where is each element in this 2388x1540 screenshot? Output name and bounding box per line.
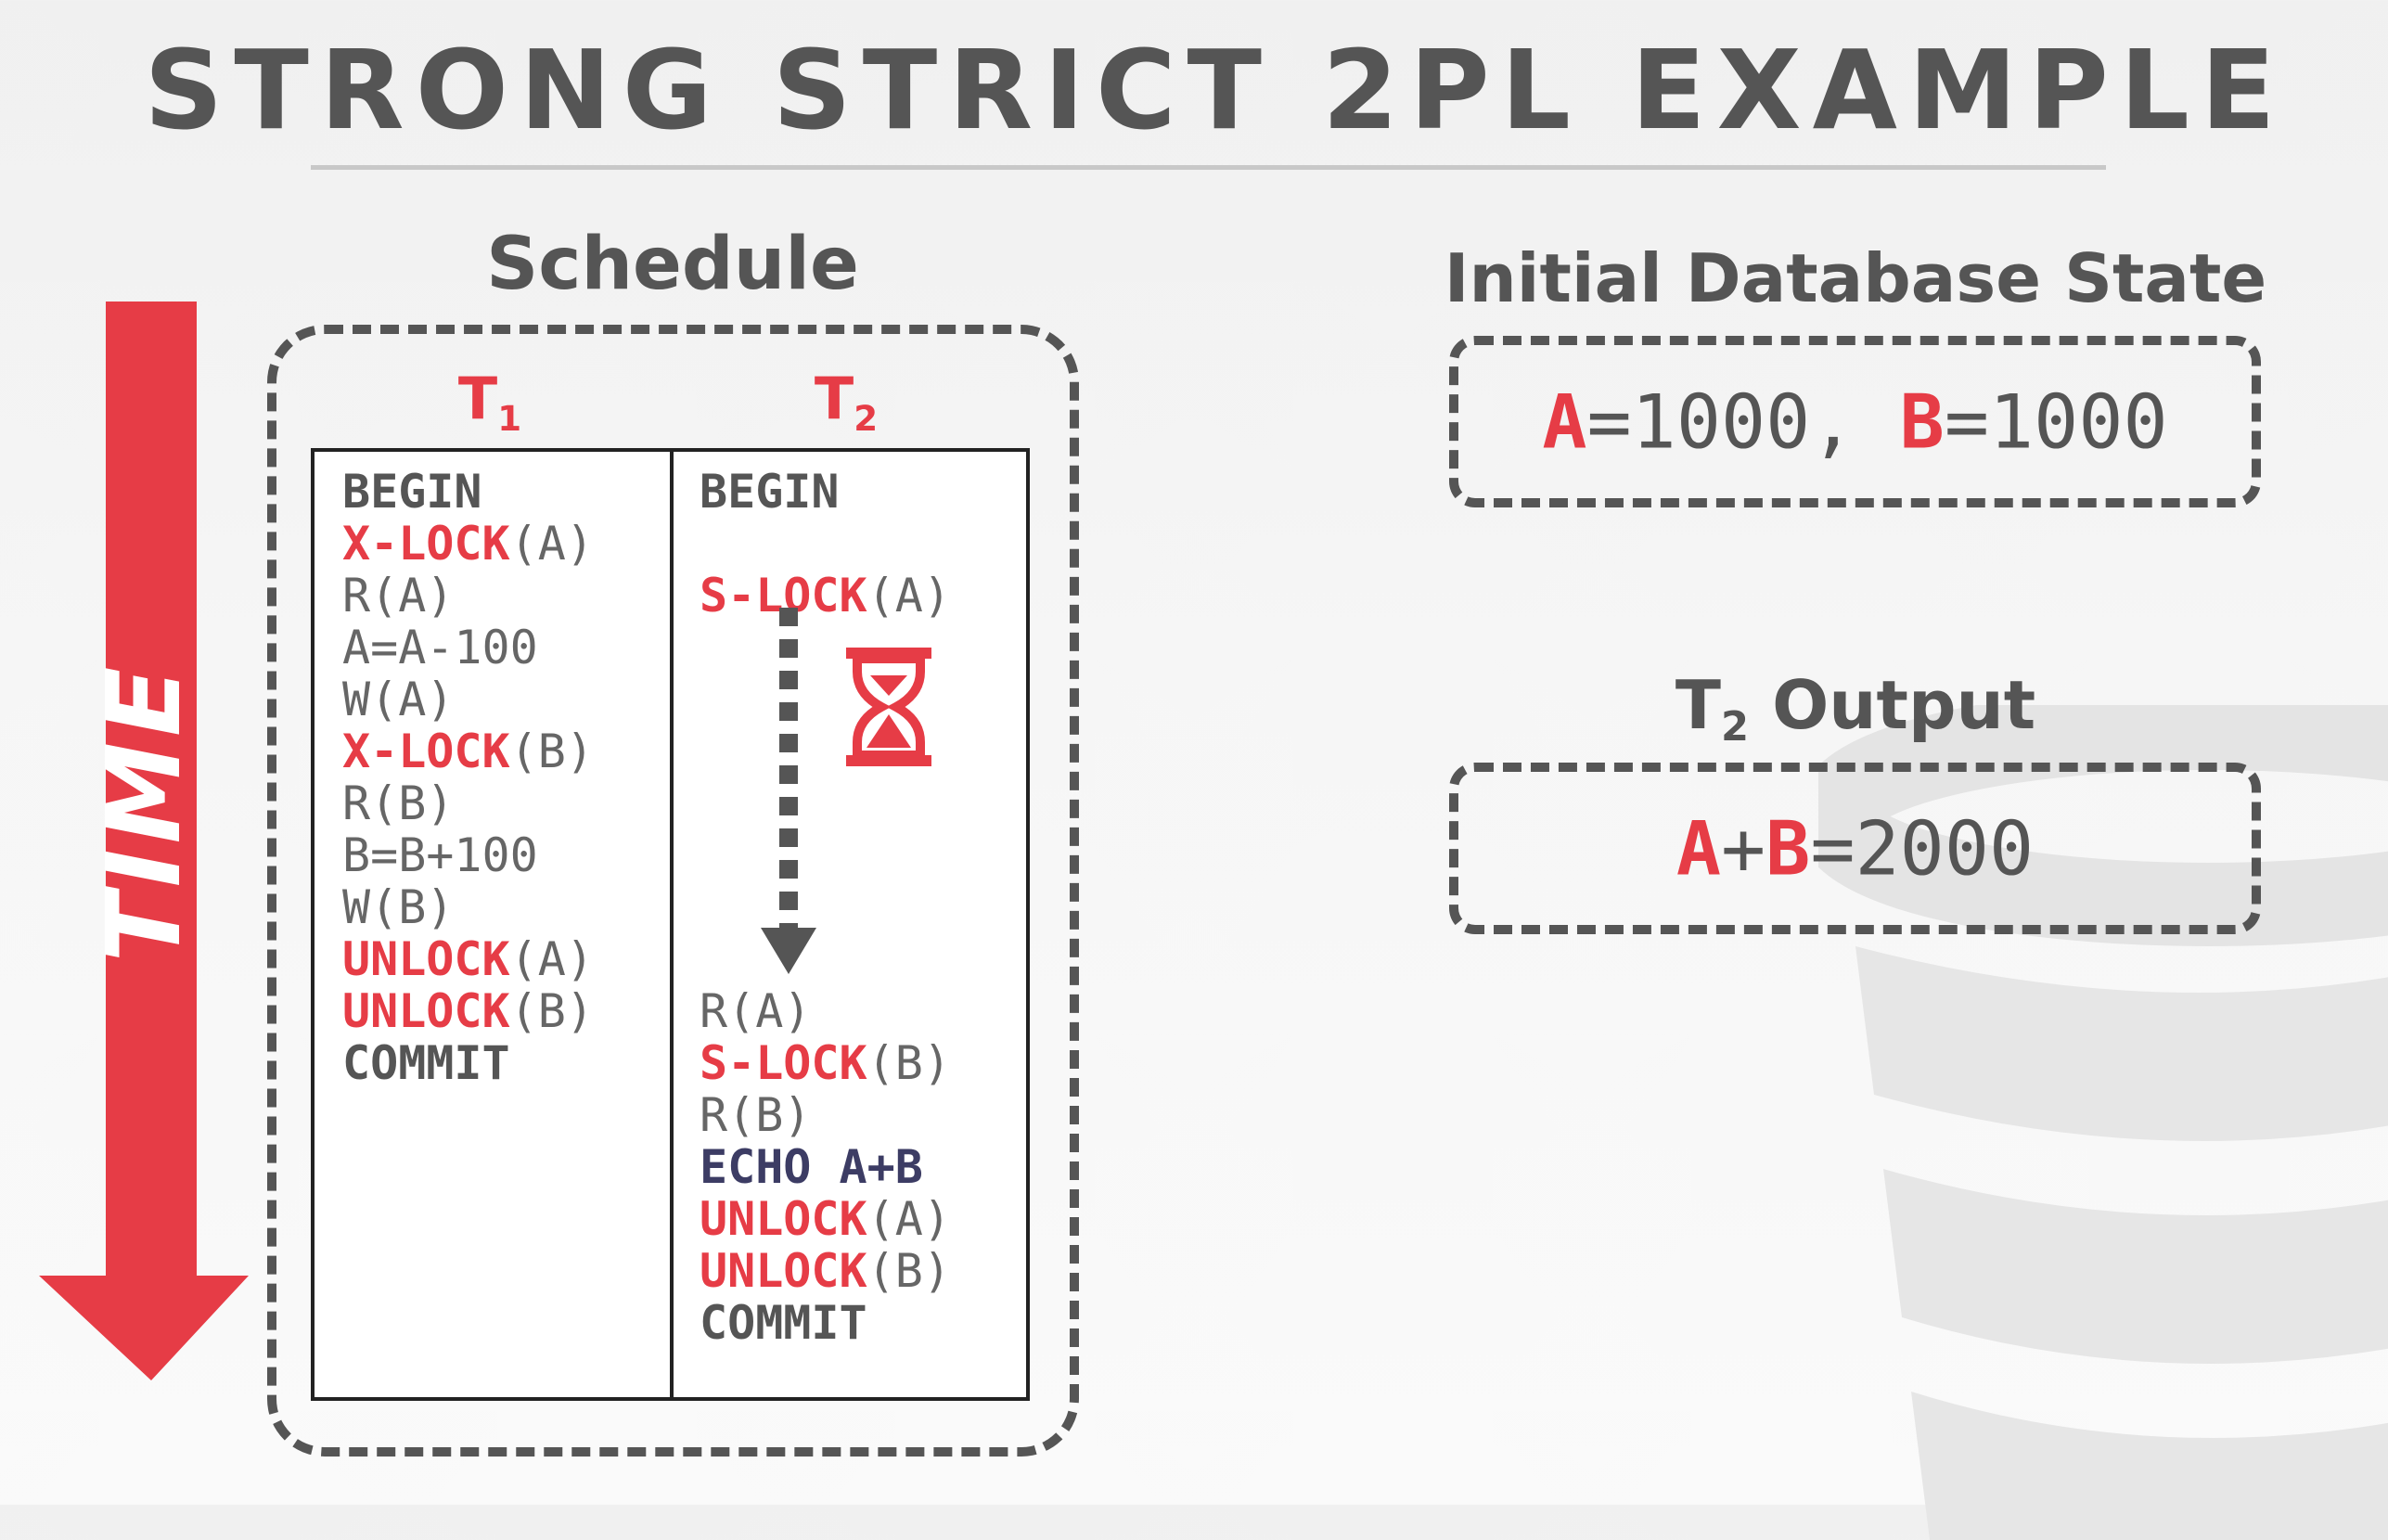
t1-op-write-a: W(A) [342, 673, 455, 726]
t2-op-read-a: R(A) [700, 984, 812, 1038]
t2-output-box: A+B=2000 [1449, 763, 2261, 934]
title-divider [311, 165, 2106, 170]
schedule-box [267, 325, 1079, 1457]
column-divider [670, 452, 674, 1397]
t1-op-unlock-b: UNLOCK(B) [342, 984, 594, 1038]
initial-db-heading: Initial Database State [1444, 239, 2267, 317]
t2-op-read-b: R(B) [700, 1088, 812, 1142]
initial-db-value: A=1000, B=1000 [1542, 379, 2168, 465]
hourglass-icon [846, 648, 931, 766]
t2-op-echo: ECHO A+B [700, 1140, 923, 1194]
t1-column-header: T1 [457, 365, 522, 440]
t1-op-commit: COMMIT [342, 1036, 510, 1090]
time-down-arrow-icon [39, 302, 249, 1380]
t1-op-write-b: W(B) [342, 880, 455, 934]
t1-op-update-b: B=B+100 [342, 828, 538, 882]
t1-op-unlock-a: UNLOCK(A) [342, 932, 594, 986]
t2-op-begin: BEGIN [700, 465, 840, 519]
initial-db-box: A=1000, B=1000 [1449, 336, 2261, 507]
slide-title: STRONG STRICT 2PL EXAMPLE [144, 26, 2287, 154]
t2-output-heading: T2 Output [1675, 666, 2036, 751]
t2-op-slock-b: S-LOCK(B) [700, 1036, 951, 1090]
dotted-down-arrow-icon [761, 608, 816, 974]
database-watermark-icon [1818, 705, 2388, 1540]
t2-op-unlock-a: UNLOCK(A) [700, 1192, 951, 1246]
schedule-heading: Schedule [486, 223, 859, 306]
t1-op-read-b: R(B) [342, 776, 455, 830]
time-label: TIME [84, 661, 203, 963]
t1-op-update-a: A=A-100 [342, 621, 538, 674]
t1-op-read-a: R(A) [342, 569, 455, 622]
t1-op-begin: BEGIN [342, 465, 482, 519]
t1-op-xlock-b: X-LOCK(B) [342, 725, 594, 778]
t2-op-unlock-b: UNLOCK(B) [700, 1244, 951, 1298]
t1-op-xlock-a: X-LOCK(A) [342, 517, 594, 571]
t2-op-commit: COMMIT [700, 1296, 867, 1350]
t2-column-header: T2 [814, 365, 879, 440]
schedule-table: BEGIN X-LOCK(A) R(A) A=A-100 W(A) X-LOCK… [311, 448, 1030, 1401]
t2-output-value: A+B=2000 [1675, 805, 2035, 892]
